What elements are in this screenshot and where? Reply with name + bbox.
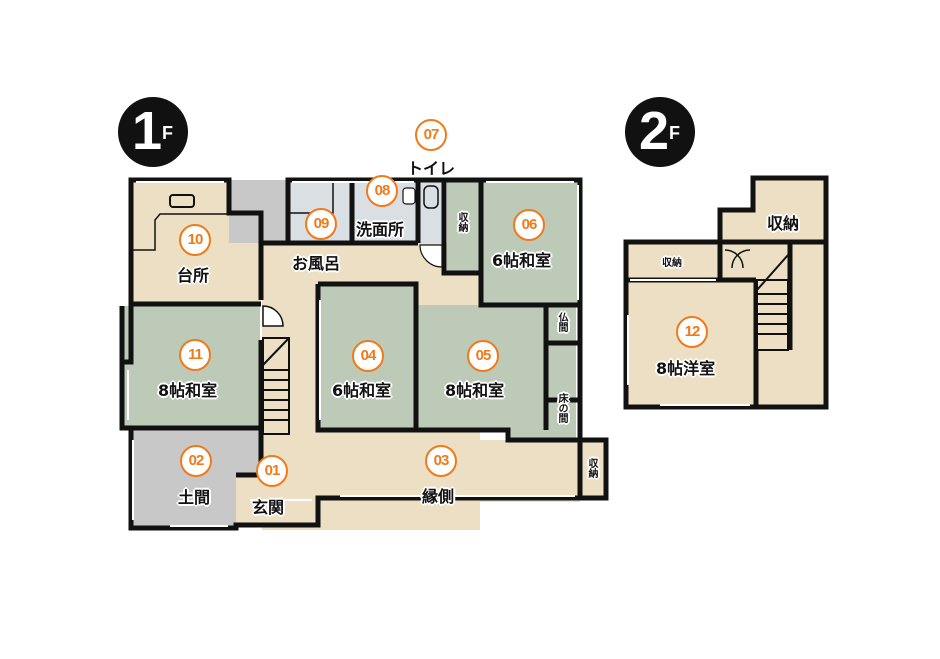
room-number-12: 12: [676, 316, 708, 348]
room-number-01: 01: [256, 455, 288, 487]
label-tokonoma: 床の間: [556, 393, 567, 423]
room-label-washroom: 洗面所: [356, 220, 405, 239]
room-number-05: 05: [467, 340, 499, 372]
label-storage-2f-top: 収納: [767, 214, 800, 233]
floor-badge-1f: 1 F: [118, 97, 188, 167]
floor-number: 1: [132, 101, 163, 161]
room-label-8jo-yoshitsu: 8帖洋室: [656, 359, 716, 378]
room-number-10: 10: [179, 224, 211, 256]
room-number-07: 07: [415, 119, 447, 151]
room-number-11: 11: [179, 339, 211, 371]
room-label-engawa: 縁側: [422, 487, 455, 506]
room-label-8jo-washitsu-05: 8帖和室: [445, 381, 505, 400]
floor-number: 2: [639, 101, 670, 161]
label-storage-1f-engawa: 収納: [586, 458, 597, 478]
room-number-06: 06: [513, 209, 545, 241]
room-label-6jo-washitsu-04: 6帖和室: [332, 381, 392, 400]
room-label-8jo-washitsu-11: 8帖和室: [158, 381, 218, 400]
label-storage-1f-toilet: 収納: [456, 212, 467, 232]
label-butsuma: 仏間: [556, 312, 567, 332]
room-label-genkan: 玄関: [252, 498, 285, 517]
room-number-03: 03: [425, 445, 457, 477]
room-number-08: 08: [366, 175, 398, 207]
room-label-toilet: トイレ: [407, 159, 456, 178]
room-number-04: 04: [352, 340, 384, 372]
floor-suffix: F: [669, 123, 680, 143]
floor-badge-2f: 2 F: [625, 97, 695, 167]
label-storage-2f-left: 収納: [662, 258, 682, 269]
room-label-bath: お風呂: [292, 254, 341, 273]
room-label-doma: 土間: [178, 488, 211, 507]
room-number-09: 09: [305, 208, 337, 240]
room-number-02: 02: [180, 445, 212, 477]
room-label-kitchen: 台所: [177, 266, 210, 285]
room-label-6jo-washitsu-06: 6帖和室: [492, 251, 552, 270]
floor-suffix: F: [162, 123, 173, 143]
